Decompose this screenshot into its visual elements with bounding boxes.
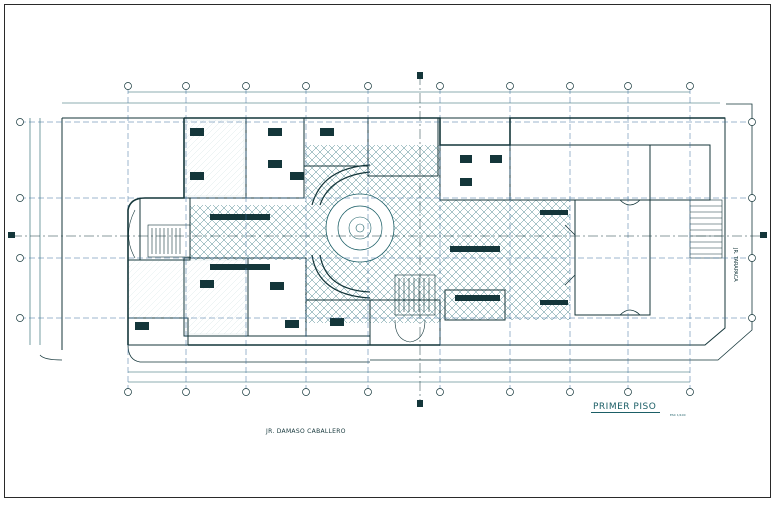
site-outline	[39, 103, 753, 363]
stairs	[128, 199, 723, 343]
sheet-title: PRIMER PISO	[591, 402, 661, 413]
section-markers	[8, 72, 767, 407]
room-fills	[127, 119, 247, 335]
street-label-right: JR. TARAPACA	[732, 248, 738, 282]
building-walls	[127, 117, 725, 346]
axis-bubbles	[16, 82, 756, 396]
street-label-bottom: JR. DAMASO CABALLERO	[266, 428, 346, 435]
drawing-frame	[4, 4, 771, 498]
sheet-scale: ESC 1/100	[670, 413, 686, 417]
main-hall	[190, 145, 570, 323]
arches	[564, 199, 641, 316]
left-dimensions	[29, 118, 41, 345]
bottom-dimensions	[128, 371, 690, 383]
furniture	[135, 128, 568, 330]
top-dimensions	[62, 91, 720, 104]
